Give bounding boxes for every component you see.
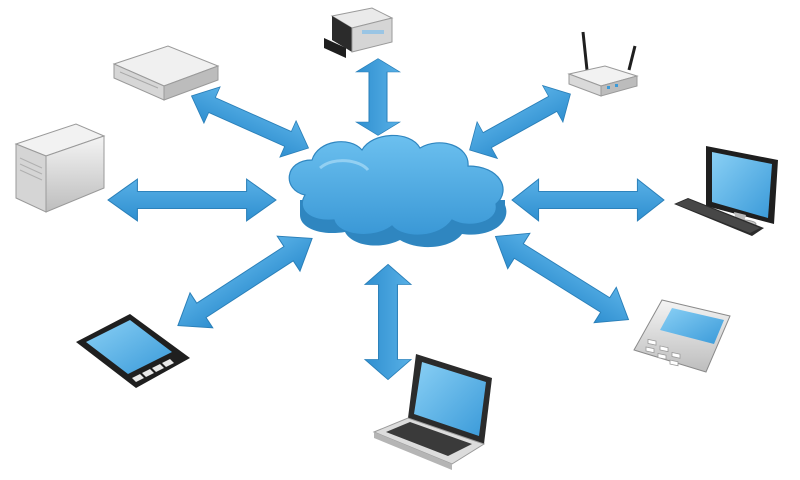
network-storage-icon	[112, 45, 220, 101]
arrow-printer	[355, 58, 401, 136]
arrow-laptop	[364, 263, 412, 381]
wireless-router-icon	[567, 31, 639, 97]
arrow-desktop	[511, 178, 665, 222]
arrow-storage	[183, 77, 317, 167]
tower-server-icon	[14, 123, 106, 213]
arrow-tablet	[166, 220, 324, 344]
arrow-server	[107, 178, 277, 222]
printer-icon	[324, 7, 394, 58]
arrow-phone	[483, 218, 641, 338]
laptop-icon	[372, 354, 492, 470]
desktop-computer-icon	[674, 146, 778, 236]
tablet-icon	[76, 314, 190, 388]
cloud-icon	[288, 134, 507, 248]
mobile-phone-icon	[633, 299, 731, 373]
arrow-router	[459, 75, 581, 169]
